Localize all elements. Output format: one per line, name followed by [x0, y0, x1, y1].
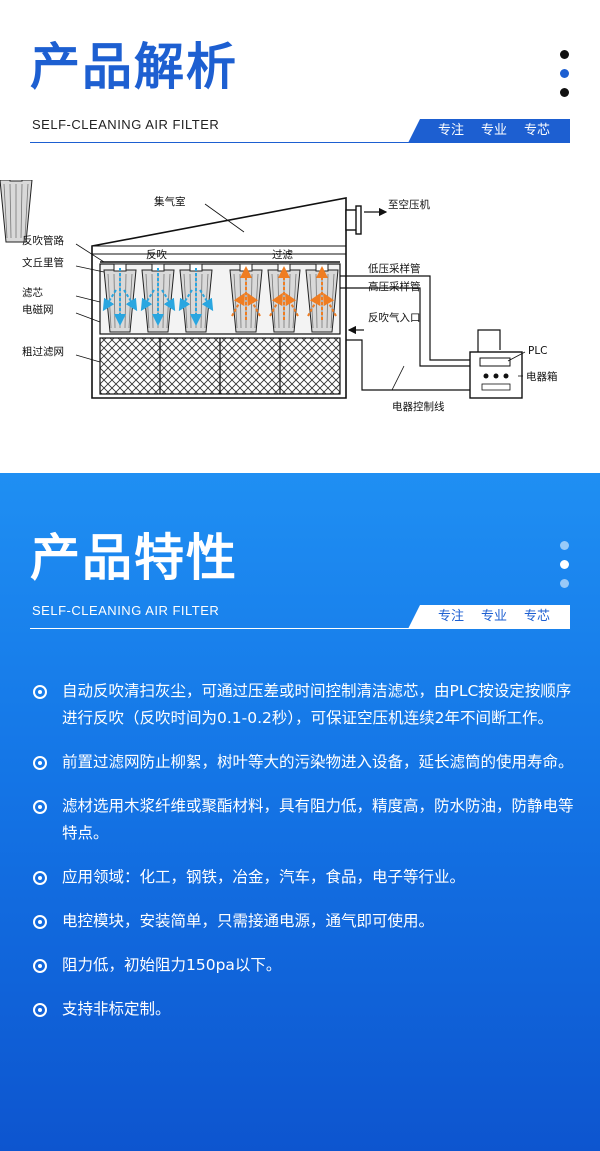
product-features-section: 产品特性 SELF-CLEANING AIR FILTER 专注 专业 专芯 自… [0, 473, 600, 1151]
bullet-icon [33, 871, 47, 885]
filter-structure-diagram: 集气室 至空压机 反吹管路 文丘里管 滤芯 电磁网 粗过滤网 反吹 过滤 低压采… [0, 180, 558, 413]
tag-focus: 专注 [438, 609, 465, 624]
dot [560, 541, 569, 550]
label-low-sampling: 低压采样管 [368, 262, 421, 275]
tag-bar: 专注 专业 专芯 [408, 605, 570, 629]
coarse-filter-mesh [99, 337, 341, 395]
label-mesh: 电磁网 [22, 303, 54, 316]
section-title: 产品解析 [30, 38, 238, 96]
divider-line [30, 628, 570, 629]
label-reverse-inlet: 反吹气入口 [368, 311, 421, 324]
feature-text: 滤材选用木浆纤维或聚酯材料，具有阻力低，精度高，防水防油，防静电等特点。 [62, 797, 574, 842]
filter-flow-arrows [231, 266, 337, 320]
section-subtitle: SELF-CLEANING AIR FILTER [32, 117, 220, 132]
tag-core: 专芯 [524, 123, 551, 138]
feature-text: 应用领域：化工，钢铁，冶金，汽车，食品，电子等行业。 [62, 868, 466, 886]
label-high-sampling: 高压采样管 [368, 280, 421, 293]
list-item: 支持非标定制。 [30, 996, 575, 1023]
list-item: 电控模块，安装简单，只需接通电源，通气即可使用。 [30, 908, 575, 935]
divider-line [30, 142, 570, 143]
label-to-compressor: 至空压机 [388, 198, 430, 211]
list-item: 自动反吹清扫灰尘，可通过压差或时间控制清洁滤芯，由PLC按设定按顺序进行反吹（反… [30, 678, 575, 732]
feature-text: 自动反吹清扫灰尘，可通过压差或时间控制清洁滤芯，由PLC按设定按顺序进行反吹（反… [62, 682, 572, 727]
list-item: 阻力低，初始阻力150pa以下。 [30, 952, 575, 979]
label-control-line: 电器控制线 [392, 400, 445, 413]
label-cartridge: 滤芯 [22, 286, 43, 299]
list-item: 滤材选用木浆纤维或聚酯材料，具有阻力低，精度高，防水防油，防静电等特点。 [30, 793, 575, 847]
bullet-icon [33, 915, 47, 929]
reverse-flow-arrows [102, 268, 214, 326]
dot [560, 88, 569, 97]
list-item: 前置过滤网防止柳絮，树叶等大的污染物进入设备，延长滤筒的使用寿命。 [30, 749, 575, 776]
label-coarse-filter: 粗过滤网 [22, 345, 64, 358]
bullet-icon [33, 959, 47, 973]
decor-dots [560, 50, 570, 107]
tag-focus: 专注 [438, 123, 465, 138]
tag-professional: 专业 [481, 609, 508, 624]
dot [560, 50, 569, 59]
feature-text: 电控模块，安装简单，只需接通电源，通气即可使用。 [62, 912, 435, 930]
tag-professional: 专业 [481, 123, 508, 138]
label-electric-box: 电器箱 [526, 370, 558, 383]
section-subtitle: SELF-CLEANING AIR FILTER [32, 603, 220, 618]
tag-bar: 专注 专业 专芯 [408, 119, 570, 143]
label-venturi: 文丘里管 [22, 256, 64, 269]
dot [560, 579, 569, 588]
feature-text: 支持非标定制。 [62, 1000, 171, 1018]
bullet-icon [33, 1003, 47, 1017]
sampling-pipes [340, 275, 501, 391]
label-reverse: 反吹 [146, 248, 167, 261]
label-collect-chamber: 集气室 [154, 195, 186, 208]
filter-chamber [99, 263, 341, 335]
feature-text: 阻力低，初始阻力150pa以下。 [62, 956, 282, 974]
dot [560, 69, 569, 78]
dot [560, 560, 569, 569]
tag-core: 专芯 [524, 609, 551, 624]
electric-box [469, 351, 523, 399]
section-title: 产品特性 [30, 529, 238, 587]
list-item: 应用领域：化工，钢铁，冶金，汽车，食品，电子等行业。 [30, 864, 575, 891]
label-plc: PLC [528, 345, 548, 357]
filter-cartridges [0, 180, 339, 333]
feature-list: 自动反吹清扫灰尘，可通过压差或时间控制清洁滤芯，由PLC按设定按顺序进行反吹（反… [30, 678, 575, 1040]
decor-dots [560, 541, 570, 598]
bullet-icon [33, 756, 47, 770]
feature-text: 前置过滤网防止柳絮，树叶等大的污染物进入设备，延长滤筒的使用寿命。 [62, 753, 574, 771]
label-reverse-pipe: 反吹管路 [22, 234, 64, 247]
bullet-icon [33, 800, 47, 814]
leader-lines [75, 203, 526, 391]
product-analysis-section: 产品解析 SELF-CLEANING AIR FILTER 专注 专业 专芯 [0, 0, 600, 473]
label-filtering: 过滤 [272, 248, 293, 261]
bullet-icon [33, 685, 47, 699]
